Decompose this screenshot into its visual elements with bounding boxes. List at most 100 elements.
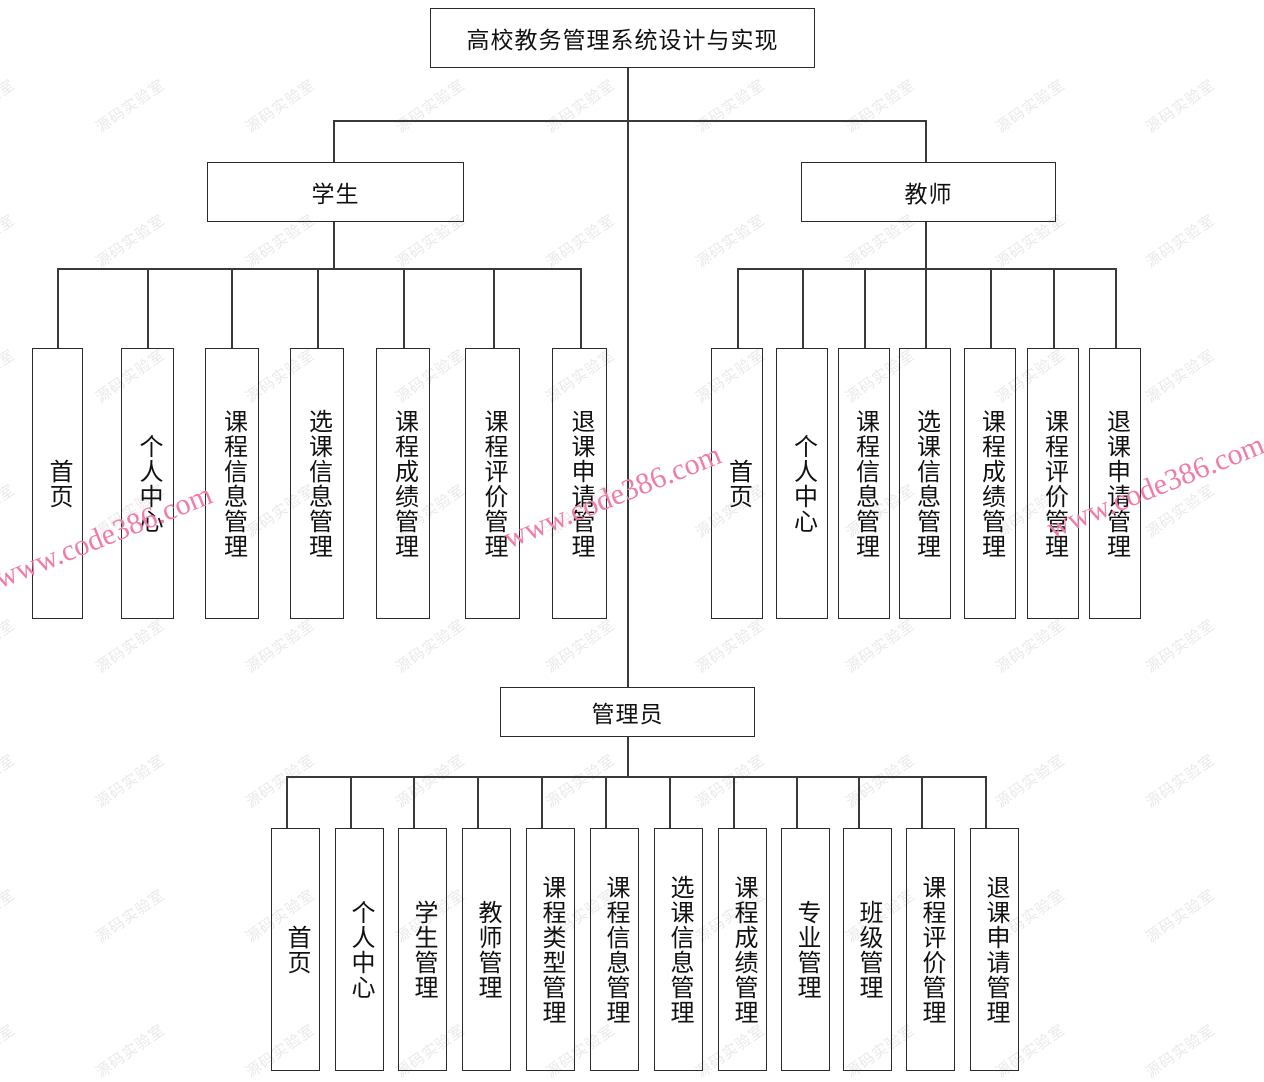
connector-teacher-drop-3 [925,268,927,348]
connector-root-spine [627,68,629,688]
connector-student-drop-2 [231,268,233,348]
background-watermark-tile: 源码实验室 [392,751,469,812]
background-watermark-tile: 源码实验室 [841,0,919,2]
node-root-title-label: 高校教务管理系统设计与实现 [466,27,779,53]
connector-student-drop-4 [403,268,405,348]
node-student-child-4-label: 课程成绩管理 [390,408,418,559]
node-student-child-4[interactable]: 课程成绩管理 [376,348,430,619]
background-watermark-tile: 源码实验室 [92,76,169,137]
background-watermark-tile: 源码实验室 [92,1021,169,1082]
node-role-admin[interactable]: 管理员 [500,687,755,737]
node-admin-child-0[interactable]: 首页 [271,828,320,1071]
background-watermark-tile: 源码实验室 [92,751,169,812]
background-watermark-tile: 源码实验室 [1142,346,1219,407]
background-watermark-tile: 源码实验室 [842,76,919,137]
background-watermark-tile: 源码实验室 [0,1021,19,1082]
background-watermark-tile: 源码实验室 [1142,751,1219,812]
connector-admin-drop-8 [796,776,798,828]
node-admin-child-11-label: 退课申请管理 [981,874,1009,1025]
node-student-child-0[interactable]: 首页 [32,348,83,619]
node-admin-child-6-label: 选课信息管理 [665,874,693,1025]
node-student-child-6[interactable]: 退课申请管理 [552,348,607,619]
connector-student-drop-1 [147,268,149,348]
background-watermark-tile: 源码实验室 [92,886,169,947]
node-admin-child-4[interactable]: 课程类型管理 [526,828,575,1071]
node-admin-child-7[interactable]: 课程成绩管理 [718,828,767,1071]
background-watermark-tile: 源码实验室 [692,616,769,677]
node-teacher-child-6-label: 退课申请管理 [1102,408,1130,559]
node-admin-child-5[interactable]: 课程信息管理 [590,828,639,1071]
connector-student-parent-stem [333,222,335,268]
node-student-child-3[interactable]: 选课信息管理 [290,348,344,619]
node-admin-child-0-label: 首页 [282,924,310,975]
background-watermark-tile: 源码实验室 [392,76,469,137]
node-student-child-3-label: 选课信息管理 [304,408,332,559]
background-watermark-tile: 源码实验室 [992,616,1069,677]
node-role-student-label: 学生 [311,181,360,207]
node-admin-child-2[interactable]: 学生管理 [398,828,447,1071]
background-watermark-tile: 源码实验室 [1142,76,1219,137]
node-admin-child-9[interactable]: 班级管理 [843,828,892,1071]
background-watermark-tile: 源码实验室 [1142,481,1219,542]
node-admin-child-8-label: 专业管理 [792,899,820,1000]
connector-teacher-drop-2 [864,268,866,348]
background-watermark-tile: 源码实验室 [691,0,769,2]
background-watermark-tile: 源码实验室 [992,751,1069,812]
background-watermark-tile: 源码实验室 [541,0,619,2]
node-student-child-5[interactable]: 课程评价管理 [465,348,520,619]
node-admin-child-3[interactable]: 教师管理 [462,828,511,1071]
node-teacher-child-0[interactable]: 首页 [711,348,763,619]
background-watermark-tile: 源码实验室 [542,211,619,272]
background-watermark-tile: 源码实验室 [1141,0,1219,2]
connector-admin-drop-7 [733,776,735,828]
node-role-teacher-label: 教师 [904,181,953,207]
node-admin-child-3-label: 教师管理 [473,899,501,1000]
node-student-child-5-label: 课程评价管理 [479,408,507,559]
node-teacher-child-3[interactable]: 选课信息管理 [899,348,951,619]
node-teacher-child-6[interactable]: 退课申请管理 [1089,348,1141,619]
connector-teacher-drop-6 [1115,268,1117,348]
node-admin-child-11[interactable]: 退课申请管理 [970,828,1019,1071]
node-admin-child-2-label: 学生管理 [409,899,437,1000]
background-watermark-tile: 源码实验室 [992,76,1069,137]
background-watermark-tile: 源码实验室 [692,76,769,137]
node-student-child-1-label: 个人中心 [134,433,162,534]
node-role-student[interactable]: 学生 [207,162,464,222]
connector-admin-group-bar [286,776,985,778]
node-admin-child-7-label: 课程成绩管理 [729,874,757,1025]
node-root-title[interactable]: 高校教务管理系统设计与实现 [430,8,815,68]
connector-student-drop-0 [57,268,59,348]
node-admin-child-10-label: 课程评价管理 [917,874,945,1025]
background-watermark-tile: 源码实验室 [1142,211,1219,272]
node-role-teacher[interactable]: 教师 [801,162,1056,222]
node-admin-child-1[interactable]: 个人中心 [335,828,384,1071]
node-student-child-2-label: 课程信息管理 [219,408,247,559]
node-teacher-child-2-label: 课程信息管理 [851,408,879,559]
node-teacher-child-3-label: 选课信息管理 [912,408,940,559]
connector-teacher-parent-stem [925,222,927,268]
node-student-child-1[interactable]: 个人中心 [121,348,174,619]
connector-admin-drop-3 [477,776,479,828]
background-watermark-tile: 源码实验室 [92,211,169,272]
node-student-child-2[interactable]: 课程信息管理 [205,348,259,619]
node-admin-child-6[interactable]: 选课信息管理 [654,828,703,1071]
background-watermark-tile: 源码实验室 [991,0,1069,2]
background-watermark-tile: 源码实验室 [692,751,769,812]
node-teacher-child-5[interactable]: 课程评价管理 [1027,348,1079,619]
node-admin-child-10[interactable]: 课程评价管理 [906,828,955,1071]
background-watermark-tile: 源码实验室 [1142,1021,1219,1082]
node-admin-child-8[interactable]: 专业管理 [781,828,830,1071]
connector-admin-drop-11 [985,776,987,828]
node-teacher-child-4[interactable]: 课程成绩管理 [964,348,1016,619]
node-teacher-child-5-label: 课程评价管理 [1040,408,1068,559]
connector-admin-drop-0 [286,776,288,828]
background-watermark-tile: 源码实验室 [0,481,19,542]
node-teacher-child-1[interactable]: 个人中心 [776,348,828,619]
connector-admin-drop-4 [541,776,543,828]
connector-admin-drop-1 [350,776,352,828]
node-teacher-child-0-label: 首页 [724,458,752,509]
node-teacher-child-2[interactable]: 课程信息管理 [838,348,890,619]
background-watermark-tile: 源码实验室 [241,0,319,2]
connector-admin-drop-5 [605,776,607,828]
node-admin-child-1-label: 个人中心 [346,899,374,1000]
